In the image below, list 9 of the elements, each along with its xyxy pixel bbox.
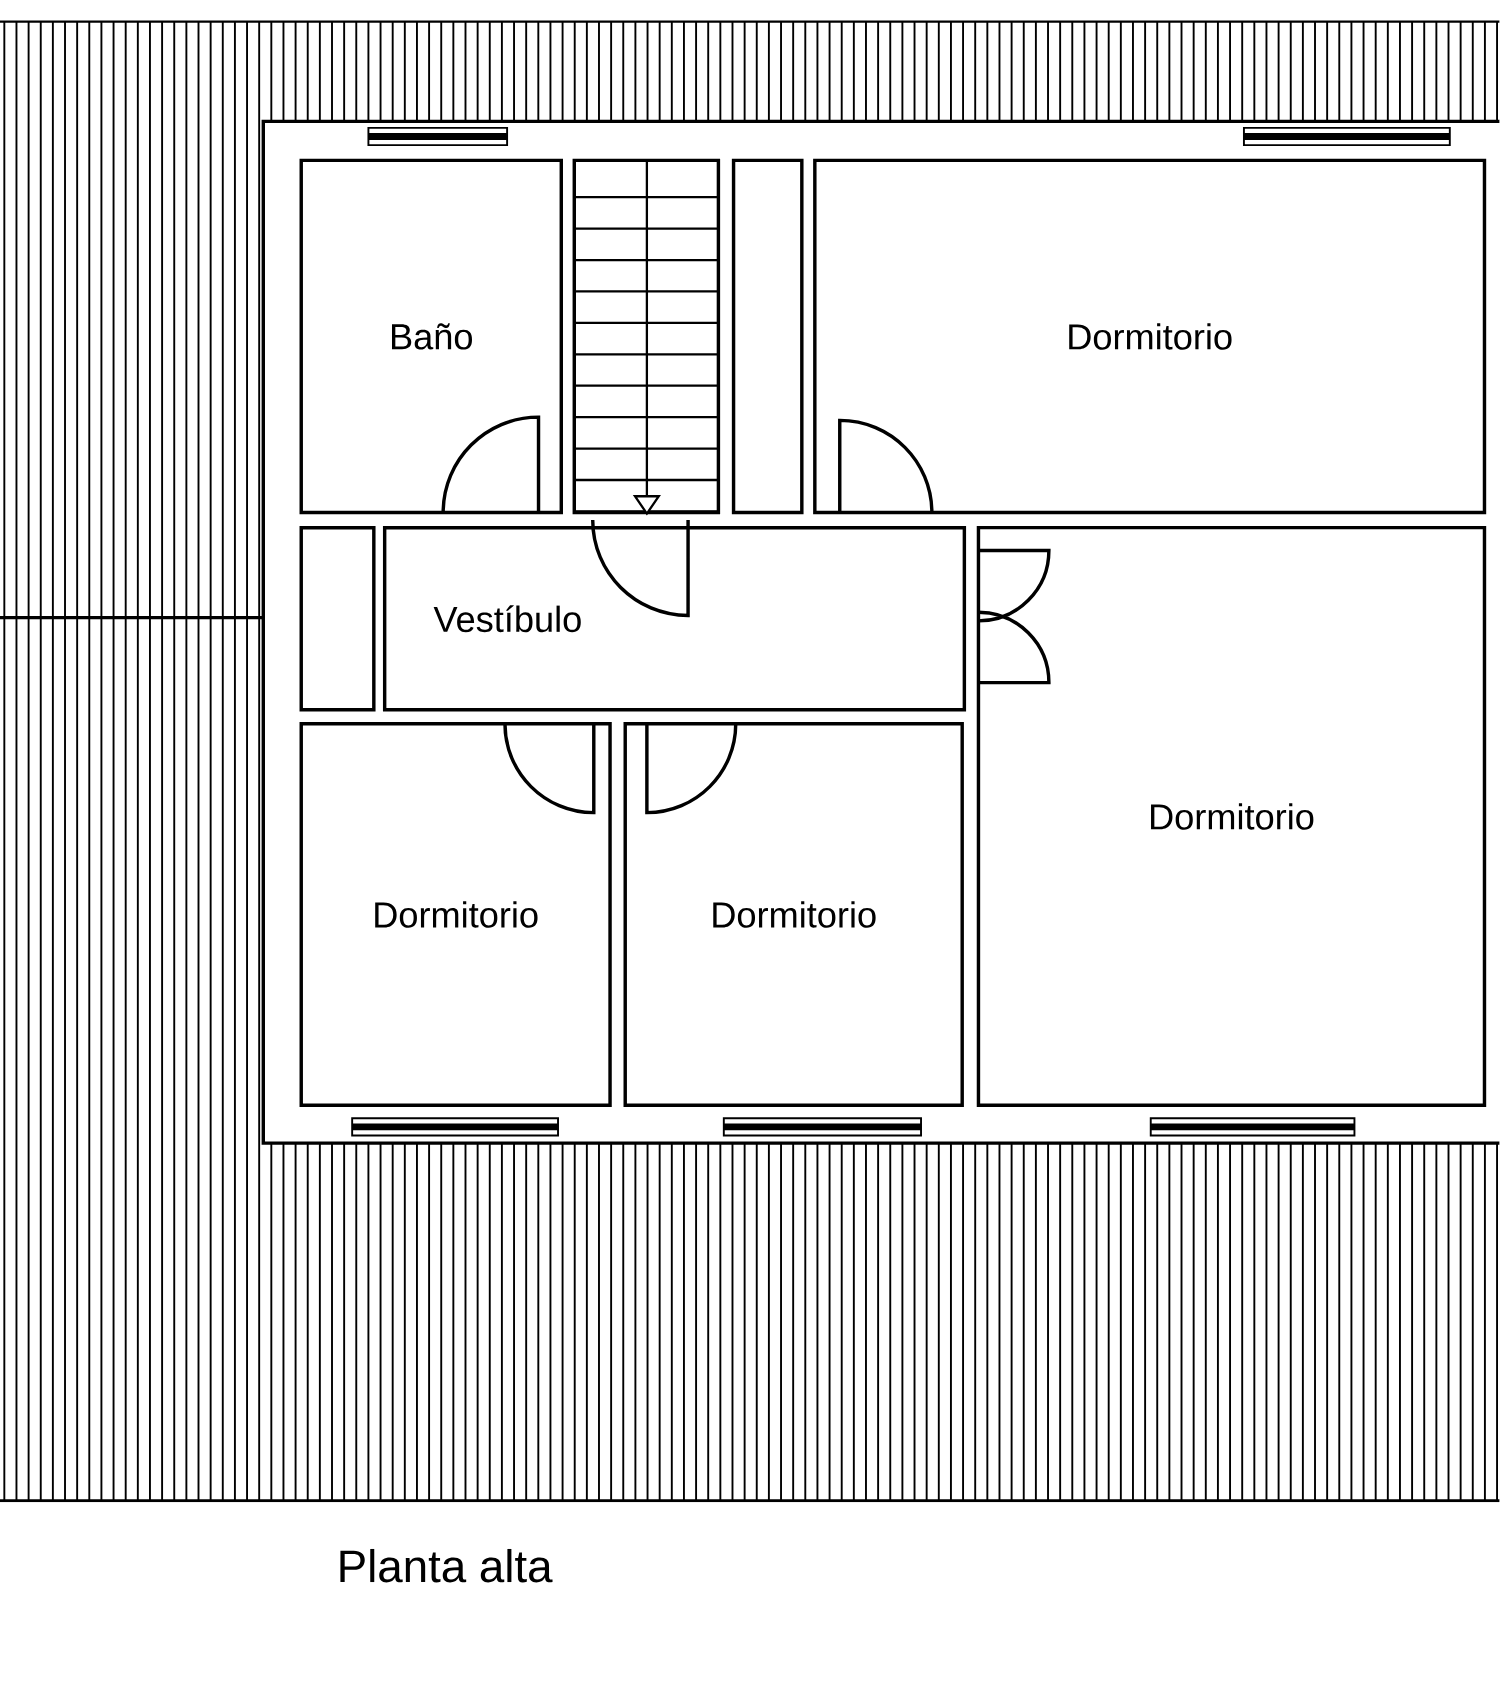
caption: Planta alta	[340, 1548, 553, 1583]
room: Baño	[299, 158, 564, 515]
closet	[299, 525, 376, 712]
room: Dormitorio	[813, 158, 1487, 515]
room: Dormitorio	[299, 722, 612, 1107]
room: Vestíbulo	[383, 525, 967, 712]
room: Dormitorio	[623, 722, 965, 1107]
closet	[732, 158, 804, 515]
room: Dormitorio	[976, 525, 1487, 1107]
